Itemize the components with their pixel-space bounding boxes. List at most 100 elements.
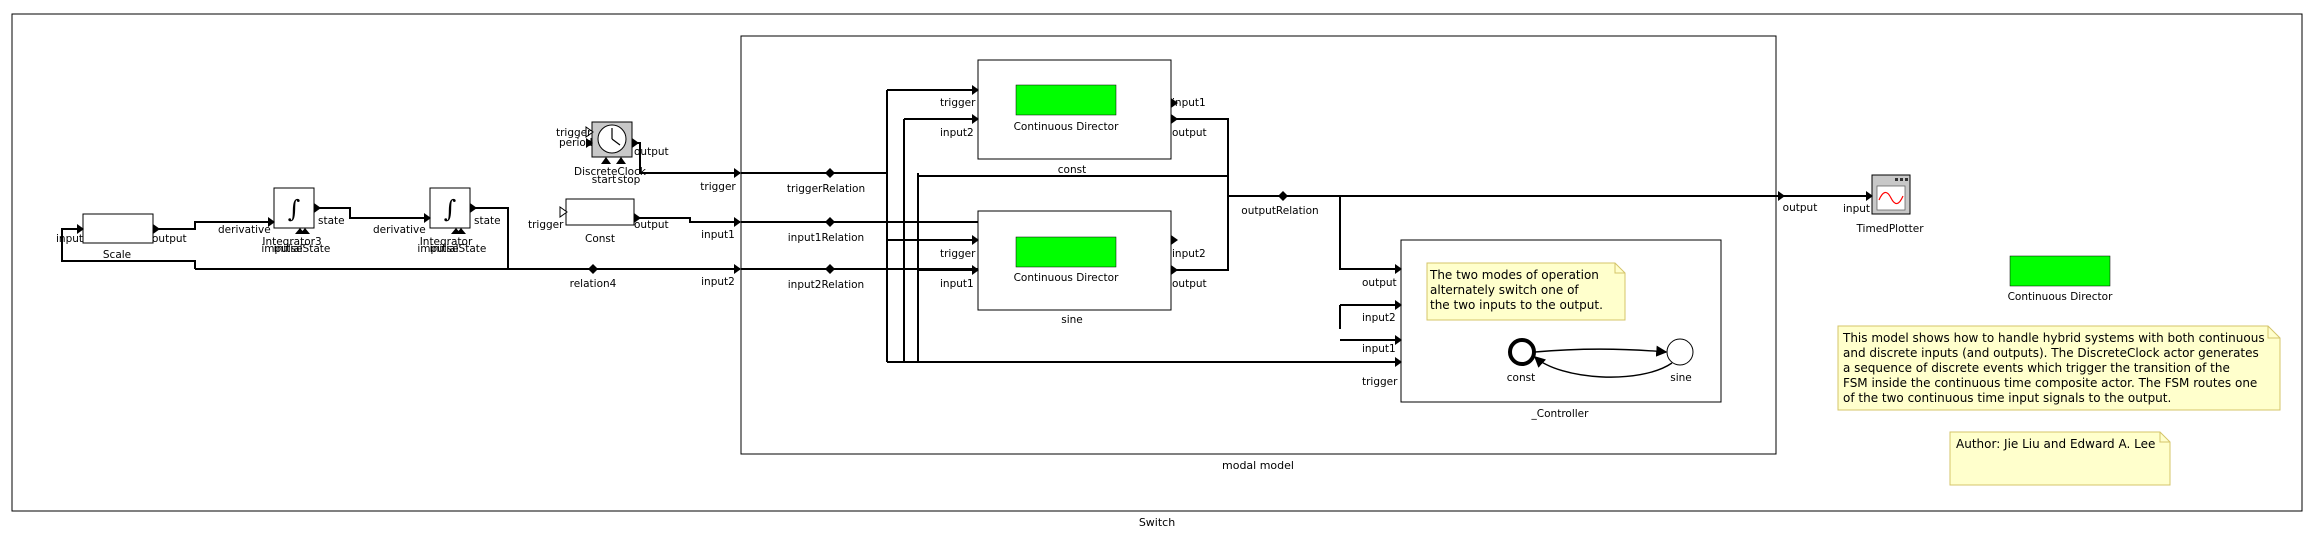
integral-icon: ∫ bbox=[288, 195, 301, 223]
description-note bbox=[1837, 325, 2281, 411]
integrator3-box[interactable] bbox=[273, 187, 315, 229]
const-trigger-label: trigger bbox=[528, 219, 564, 231]
scale-output-port[interactable] bbox=[153, 224, 160, 234]
state-const-label: const bbox=[1507, 372, 1535, 384]
output-relation-label: outputRelation bbox=[1241, 205, 1318, 217]
scale-input-label: input bbox=[56, 233, 83, 245]
ctrl-input1-port[interactable] bbox=[1395, 335, 1402, 345]
modal-input2-port[interactable] bbox=[734, 264, 741, 274]
integrator-derivative-label: derivative bbox=[373, 224, 426, 236]
integrator-initial-label: initialState bbox=[430, 243, 487, 255]
integrator3-state-port[interactable] bbox=[314, 203, 321, 213]
ref-const-trigger-port[interactable] bbox=[972, 85, 979, 95]
ref-sine-input1-label: input1 bbox=[940, 278, 974, 290]
clock-start-label: start bbox=[592, 174, 616, 186]
const-director[interactable] bbox=[1015, 84, 1117, 116]
discrete-clock-actor[interactable] bbox=[585, 121, 639, 164]
wire-integrator3-integrator bbox=[318, 207, 430, 219]
top-director[interactable] bbox=[2009, 255, 2111, 287]
ctrl-trigger-port[interactable] bbox=[1395, 357, 1402, 367]
ref-sine-trigger-port[interactable] bbox=[972, 235, 979, 245]
description-line-3: a sequence of discrete events which trig… bbox=[1843, 361, 2230, 375]
timed-plotter-actor[interactable] bbox=[1866, 174, 1911, 215]
refinement-sine[interactable] bbox=[972, 210, 1178, 311]
integrator-state-port[interactable] bbox=[470, 203, 477, 213]
ref-const-output-port[interactable] bbox=[1171, 114, 1178, 124]
integrator-initial-port[interactable] bbox=[456, 228, 466, 234]
state-const[interactable] bbox=[1508, 338, 1536, 366]
modal-input1-port[interactable] bbox=[734, 217, 741, 227]
ref-sine-input1-port[interactable] bbox=[972, 265, 979, 275]
integrator3-initial-port[interactable] bbox=[300, 228, 310, 234]
ref-const-input1-port[interactable] bbox=[1171, 98, 1178, 108]
const-box[interactable] bbox=[565, 198, 635, 226]
scale-name: Scale bbox=[103, 249, 131, 261]
scale-box[interactable] bbox=[82, 213, 154, 244]
description-line-4: FSM inside the continuous time composite… bbox=[1843, 376, 2257, 390]
scale-actor[interactable] bbox=[77, 213, 160, 244]
clock-output-port[interactable] bbox=[632, 138, 639, 148]
switch-frame bbox=[11, 13, 2303, 512]
ctrl-output-port[interactable] bbox=[1395, 264, 1402, 274]
ref-sine-trigger-label: trigger bbox=[940, 248, 976, 260]
ctrl-input2-port[interactable] bbox=[1395, 300, 1402, 310]
controller-note-line-3: the two inputs to the output. bbox=[1430, 298, 1603, 312]
clock-name: DiscreteClock bbox=[574, 166, 647, 178]
modal-model-title: modal model bbox=[1222, 459, 1294, 472]
ref-const-input2-port[interactable] bbox=[972, 114, 979, 124]
integrator3-derivative-port[interactable] bbox=[268, 217, 275, 227]
wire-ctrl-output bbox=[1339, 196, 1397, 270]
integrator3-derivative-label: derivative bbox=[218, 224, 271, 236]
const-actor[interactable] bbox=[559, 198, 641, 226]
clock-period-label: period bbox=[559, 137, 592, 149]
modal-output-port[interactable] bbox=[1778, 191, 1785, 201]
ref-sine-output-label: output bbox=[1172, 278, 1207, 290]
ref-const-trigger-label: trigger bbox=[940, 97, 976, 109]
const-trigger-port[interactable] bbox=[559, 206, 568, 218]
modal-model-frame bbox=[740, 35, 1777, 455]
sine-director[interactable] bbox=[1015, 236, 1117, 268]
input2-relation-label: input2Relation bbox=[788, 279, 864, 291]
diagram-title: Switch bbox=[1139, 516, 1175, 529]
output-relation-diamond bbox=[1278, 191, 1288, 201]
ref-sine-input2-label: input2 bbox=[1172, 248, 1206, 260]
trigger-relation-label: triggerRelation bbox=[787, 183, 865, 195]
const-output-label: output bbox=[634, 219, 669, 231]
state-sine[interactable] bbox=[1666, 338, 1694, 366]
state-sine-label: sine bbox=[1670, 372, 1692, 384]
ref-sine-input2-port[interactable] bbox=[1171, 235, 1178, 245]
clock-stop-port[interactable] bbox=[616, 157, 626, 164]
scale-input-port[interactable] bbox=[77, 224, 84, 234]
transition-sine-to-const[interactable] bbox=[1533, 356, 1673, 378]
ctrl-input2-label: input2 bbox=[1362, 312, 1396, 324]
integrator3-name: Integrator3 bbox=[262, 236, 321, 248]
integrator-actor[interactable]: ∫ bbox=[424, 187, 477, 234]
plotter-input-port[interactable] bbox=[1866, 191, 1873, 201]
controller-note bbox=[1426, 262, 1626, 321]
wire-const-output bbox=[1172, 118, 1229, 196]
transition-const-to-sine[interactable] bbox=[1534, 345, 1668, 357]
clock-trigger-port[interactable] bbox=[585, 126, 594, 138]
wire-ctrl-input2 bbox=[1339, 304, 1397, 329]
wire-sine-output bbox=[1172, 196, 1229, 271]
modal-trigger-port[interactable] bbox=[734, 168, 741, 178]
author-note bbox=[1949, 431, 2171, 486]
ctrl-input1-label: input1 bbox=[1362, 343, 1396, 355]
modal-output-label: output bbox=[1783, 202, 1818, 214]
controller-note-line-2: alternately switch one of bbox=[1430, 283, 1579, 297]
modal-input1-label: input1 bbox=[701, 229, 735, 241]
integrator3-actor[interactable]: ∫ bbox=[268, 187, 321, 234]
ref-const-input1-label: input1 bbox=[1172, 97, 1206, 109]
clock-start-port[interactable] bbox=[601, 157, 611, 164]
integrator3-impulse-label: impulse bbox=[261, 243, 302, 255]
integrator-impulse-label: impulse bbox=[417, 243, 458, 255]
ref-sine-output-port[interactable] bbox=[1171, 265, 1178, 275]
wire-scale-integrator3 bbox=[153, 221, 272, 230]
integrator-state-label: state bbox=[474, 215, 501, 227]
description-line-5: of the two continuous time input signals… bbox=[1843, 391, 2171, 405]
integrator-derivative-port[interactable] bbox=[424, 213, 431, 223]
clock-period-port[interactable] bbox=[586, 138, 593, 148]
refinement-const[interactable] bbox=[972, 59, 1178, 160]
controller[interactable] bbox=[1395, 239, 1722, 403]
trigger-relation-diamond bbox=[825, 168, 835, 178]
